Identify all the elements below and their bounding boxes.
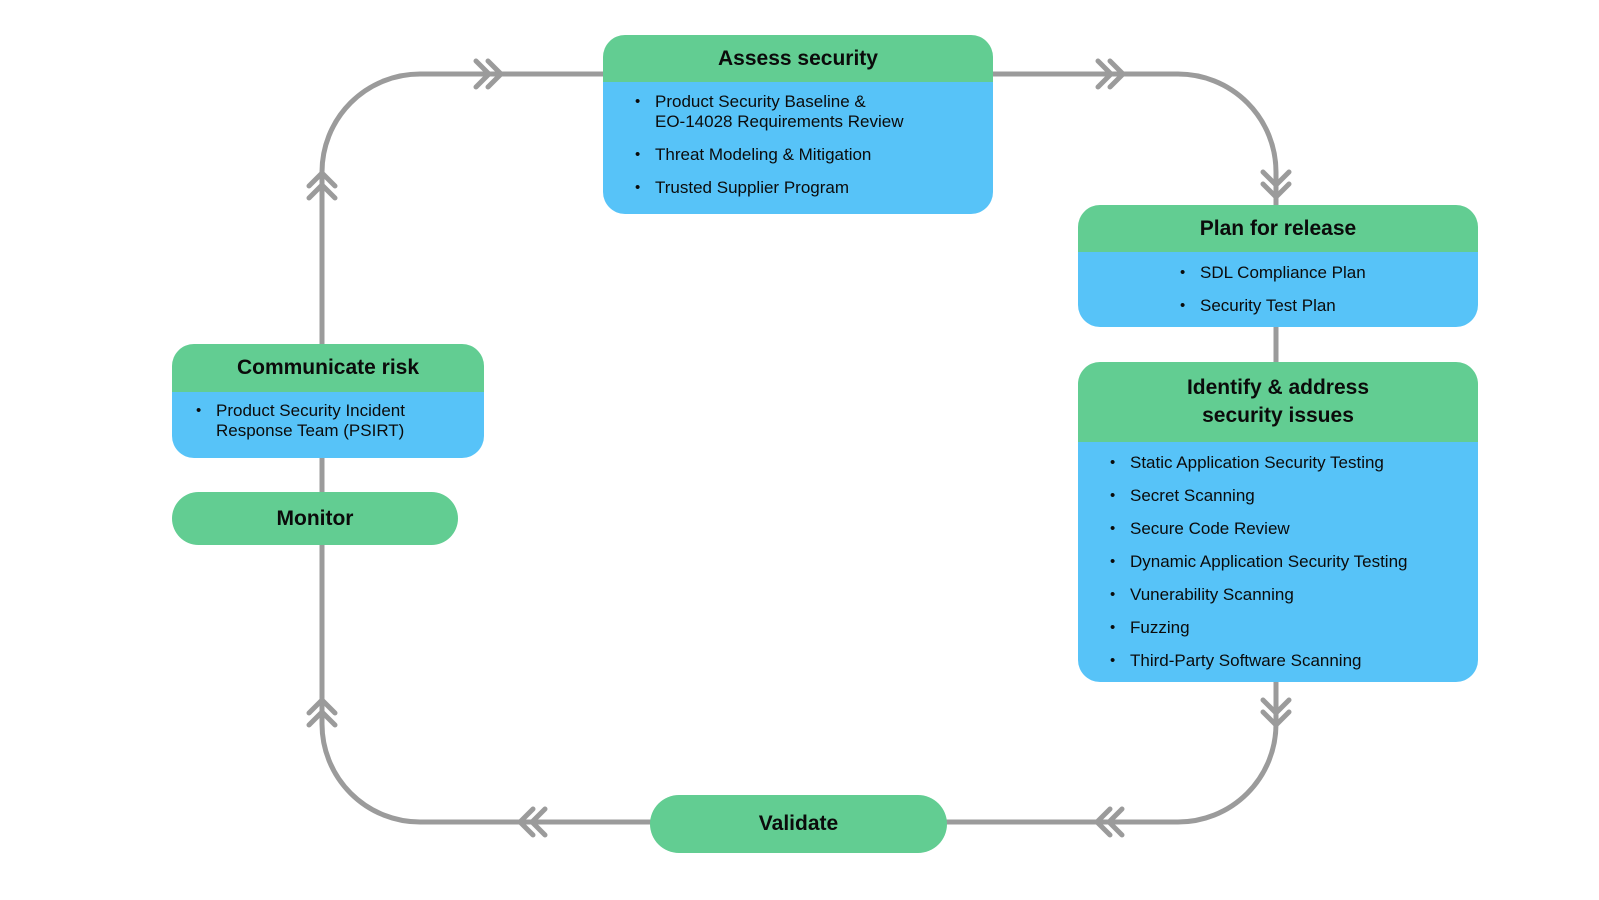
node-monitor: Monitor [172, 492, 458, 545]
bullet-icon: • [635, 179, 641, 196]
node-title: Monitor [276, 506, 354, 530]
list-item: • SDL Compliance Plan [1180, 263, 1460, 283]
node-title: Plan for release [1078, 205, 1478, 252]
chevron-right-icon [473, 58, 504, 90]
node-title: Communicate risk [172, 344, 484, 392]
bullet-text: Product Security Baseline & EO-14028 Req… [655, 92, 904, 131]
chevron-up-icon [306, 170, 338, 201]
list-item: • Product Security Incident Response Tea… [196, 401, 472, 441]
list-item: • Fuzzing [1110, 618, 1462, 638]
bullet-icon: • [635, 146, 641, 163]
bullet-text: Secret Scanning [1130, 486, 1255, 505]
bullet-text: Static Application Security Testing [1130, 453, 1384, 472]
node-plan-for-release: Plan for release • SDL Compliance Plan •… [1078, 205, 1478, 327]
bullet-icon: • [1180, 264, 1186, 281]
bullet-icon: • [1110, 553, 1116, 570]
list-item: • Third-Party Software Scanning [1110, 651, 1462, 671]
bullet-icon: • [1110, 619, 1116, 636]
bullet-icon: • [1110, 652, 1116, 669]
bullet-text: Security Test Plan [1200, 296, 1336, 315]
list-item: • Secret Scanning [1110, 486, 1462, 506]
bullet-icon: • [635, 93, 641, 110]
list-item: • Trusted Supplier Program [635, 178, 975, 198]
list-item: • Secure Code Review [1110, 519, 1462, 539]
chevron-up-icon [306, 697, 338, 728]
chevron-left-icon [517, 806, 548, 838]
node-title: Validate [758, 812, 839, 835]
node-assess-security: Assess security • Product Security Basel… [603, 35, 993, 214]
bullet-text: Trusted Supplier Program [655, 178, 850, 197]
bullet-icon: • [1110, 454, 1116, 471]
bullet-icon: • [196, 402, 202, 419]
node-title: Identify & address security issues [1078, 362, 1478, 442]
chevron-down-icon [1260, 169, 1292, 200]
node-bullet-list: • Product Security Baseline & EO-14028 R… [603, 82, 993, 214]
bullet-text: Product Security Incident Response Team … [216, 401, 405, 440]
node-bullet-list: • Static Application Security Testing • … [1078, 442, 1478, 682]
bullet-icon: • [1110, 487, 1116, 504]
bullet-text: SDL Compliance Plan [1200, 263, 1366, 282]
list-item: • Security Test Plan [1180, 296, 1460, 316]
bullet-icon: • [1180, 297, 1186, 314]
node-title: Assess security [603, 35, 993, 82]
bullet-icon: • [1110, 520, 1116, 537]
list-item: • Static Application Security Testing [1110, 453, 1462, 473]
node-communicate-risk: Communicate risk • Product Security Inci… [172, 344, 484, 458]
bullet-text: Fuzzing [1130, 618, 1190, 637]
list-item: • Product Security Baseline & EO-14028 R… [635, 92, 975, 132]
chevron-down-icon [1260, 697, 1292, 728]
list-item: • Threat Modeling & Mitigation [635, 145, 975, 165]
node-validate: Validate [650, 795, 947, 853]
bullet-icon: • [1110, 586, 1116, 603]
chevron-left-icon [1094, 806, 1125, 838]
bullet-text: Third-Party Software Scanning [1130, 651, 1362, 670]
bullet-text: Secure Code Review [1130, 519, 1290, 538]
bullet-text: Dynamic Application Security Testing [1130, 552, 1408, 571]
list-item: • Vunerability Scanning [1110, 585, 1462, 605]
chevron-right-icon [1095, 58, 1126, 90]
node-bullet-list: • Product Security Incident Response Tea… [172, 392, 484, 458]
bullet-text: Vunerability Scanning [1130, 585, 1294, 604]
node-identify-address-security-issues: Identify & address security issues • Sta… [1078, 362, 1478, 682]
node-bullet-list: • SDL Compliance Plan • Security Test Pl… [1078, 252, 1478, 327]
list-item: • Dynamic Application Security Testing [1110, 552, 1462, 572]
bullet-text: Threat Modeling & Mitigation [655, 145, 872, 164]
